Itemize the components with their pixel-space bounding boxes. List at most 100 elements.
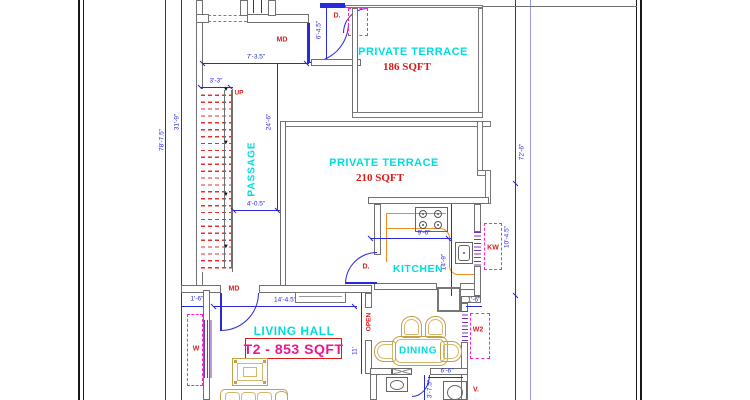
- room-label-living-hall: LIVING HALL: [253, 324, 335, 338]
- label-main-door-top: MD: [276, 36, 288, 44]
- label-kitchen-window: KW: [487, 244, 499, 252]
- window-living-swing: [187, 314, 203, 386]
- counter-back-h: [386, 213, 446, 214]
- counter-front-h: [386, 228, 440, 229]
- stair-rail: [224, 90, 232, 268]
- stove-burner: [434, 221, 442, 229]
- dim-bath-width: 6'-6": [440, 367, 454, 375]
- dim-line-offset-left: [182, 306, 203, 307]
- room-label-dining: DINING: [399, 345, 437, 357]
- wall-terrace2-east-upper: [477, 121, 483, 176]
- dim-line-passage-height: [277, 64, 278, 210]
- plot-line-top-right: [483, 6, 637, 7]
- area-label-terrace-mid: 210 SQFT: [356, 172, 404, 184]
- wash-basin: [386, 377, 408, 392]
- window-kitchen-hatch: [474, 232, 481, 266]
- wall-kitchen-east-upper: [474, 204, 481, 232]
- refrigerator: [437, 287, 461, 312]
- dining-chair: [425, 316, 446, 338]
- dim-line-passage-width: [233, 210, 280, 211]
- wall-kitchen-south: [374, 283, 437, 290]
- window-dining-hatch: [462, 311, 468, 342]
- sheet-border-left-inner: [83, 0, 84, 400]
- dim-living-height: 11': [351, 347, 359, 355]
- dim-wall-offset-right: 1'-6": [467, 296, 481, 304]
- dim-ext-top-a: [253, 0, 254, 13]
- area-label-terrace-top: 186 SQFT: [383, 61, 431, 73]
- door-swing-d-top: [348, 8, 368, 36]
- dim-stair-width: 3'-3": [209, 77, 223, 85]
- sofa-cushion: [225, 392, 240, 400]
- dining-chair: [440, 341, 462, 362]
- label-dining-window: W2: [472, 326, 484, 334]
- wall-terrace1-north: [345, 5, 483, 8]
- wall-top-mid: [247, 14, 309, 23]
- wall-kitchen-west: [374, 204, 381, 255]
- wall-terrace1-east: [478, 8, 483, 118]
- dim-top-door-height: 6'-4.5": [315, 20, 323, 40]
- room-label-kitchen: KITCHEN: [392, 263, 444, 275]
- wall-stub-b: [268, 0, 276, 16]
- unit-area-text: T2 - 853 SQFT: [243, 340, 344, 357]
- wall-living-north-left: [181, 285, 221, 293]
- table-dot: [234, 381, 237, 384]
- counter-bottom-h: [457, 274, 474, 275]
- window-living-hatch: [204, 320, 212, 378]
- wall-top-left: [196, 14, 209, 23]
- wall-divider-top: [365, 293, 372, 308]
- dim-line-offset-right: [466, 306, 482, 307]
- label-door-kitchen: D.: [362, 263, 370, 271]
- dim-entry-width: 7'-3.5": [246, 53, 266, 61]
- wall-kitchen-north: [368, 197, 489, 204]
- wall-bath-north-left: [370, 368, 392, 375]
- window-kitchen-swing: [484, 223, 502, 270]
- wall-bath-north-right: [430, 368, 468, 375]
- dim-line-right: [515, 0, 516, 400]
- sink-drain: [463, 252, 465, 254]
- dining-chair: [374, 341, 396, 362]
- dim-line-kitchen-height: [451, 204, 452, 296]
- gas-stove: [415, 207, 448, 232]
- sheet-border-left-outer: [78, 0, 80, 400]
- sofa-side-table: [275, 391, 288, 400]
- wall-terrace1-west: [352, 8, 358, 118]
- dim-left-inner-height: 31'-9": [173, 113, 181, 131]
- dim-line-living-width: [213, 306, 357, 307]
- stove-burner: [434, 210, 442, 218]
- table-dot: [263, 381, 266, 384]
- dim-line-left-inner: [181, 0, 182, 400]
- door-arc-kitchen: [345, 252, 377, 284]
- dim-passage-height: 24'-6": [265, 113, 273, 131]
- dining-chair: [401, 316, 422, 338]
- label-vent: V.: [473, 386, 479, 394]
- table-dot: [263, 360, 266, 363]
- sink-basin: [458, 245, 470, 261]
- counter-front-v: [449, 238, 450, 266]
- wall-vestibule-south: [311, 59, 361, 66]
- center-table: [232, 358, 268, 386]
- center-table-top: [243, 367, 257, 377]
- tv-console: [295, 292, 346, 303]
- wall-stub-a: [240, 0, 248, 16]
- wall-terrace2-north: [283, 121, 491, 127]
- dim-line-left-outer: [165, 0, 166, 400]
- dim-bath-height: 3'-7.5": [426, 379, 434, 399]
- dim-line-bath-height: [424, 375, 425, 400]
- window-dining-swing: [470, 313, 490, 359]
- dim-terrace-side-height: 10'-4.5": [503, 226, 511, 248]
- stove-burner: [419, 221, 427, 229]
- dim-living-width: 14'-4.5": [274, 296, 296, 304]
- sofa-cushion: [257, 392, 272, 400]
- tv-console-inner: [299, 296, 342, 297]
- boundary-line-right: [530, 0, 531, 400]
- dim-plot-height-right: 72'-6": [518, 143, 526, 161]
- bath-niche: [392, 368, 412, 375]
- dim-line-bath-width: [428, 377, 463, 378]
- wall-passage-east: [280, 121, 286, 293]
- dim-ext-top-b: [261, 0, 262, 13]
- label-main-door-living: MD: [228, 285, 240, 293]
- room-label-terrace-mid: PRIVATE TERRACE: [329, 157, 439, 169]
- stair-direction-arrow: ▼: [223, 140, 229, 146]
- wall-terrace1-south: [352, 112, 483, 118]
- wall-divider-bottom: [365, 340, 372, 374]
